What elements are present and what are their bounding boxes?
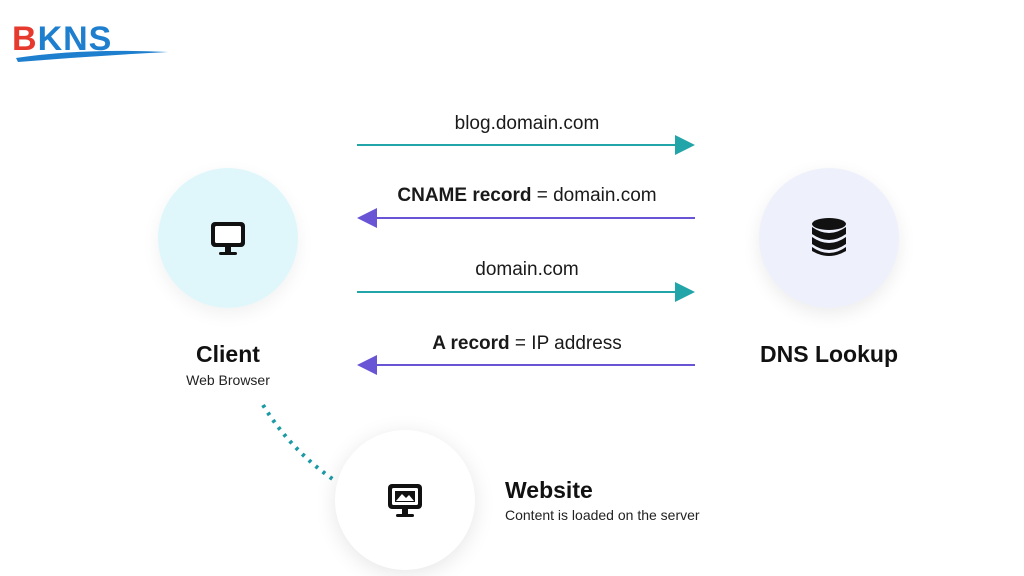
message-text: domain.com: [475, 259, 579, 280]
message-cname-record: CNAME record = domain.com: [357, 185, 697, 207]
message-request-blog: blog.domain.com: [357, 113, 697, 135]
client-title: Client: [196, 341, 260, 367]
message-request-domain: domain.com: [357, 259, 697, 281]
dns-node: [759, 168, 899, 308]
website-title: Website: [505, 477, 593, 503]
message-bold: CNAME record: [397, 185, 532, 206]
bkns-logo: BKNS: [12, 18, 172, 66]
dns-title: DNS Lookup: [760, 341, 898, 367]
dotted-link: [261, 403, 339, 484]
website-node: [335, 430, 475, 570]
website-subtitle: Content is loaded on the server: [505, 507, 700, 523]
message-a-record: A record = IP address: [357, 333, 697, 355]
client-subtitle: Web Browser: [186, 372, 270, 388]
monitor-image-icon: [388, 484, 422, 517]
monitor-icon: [211, 222, 245, 255]
message-text: blog.domain.com: [454, 113, 600, 134]
message-rest: = IP address: [509, 333, 622, 354]
message-bold: A record: [432, 333, 510, 354]
client-node: [158, 168, 298, 308]
message-rest: = domain.com: [531, 185, 657, 206]
database-icon: [812, 218, 846, 256]
